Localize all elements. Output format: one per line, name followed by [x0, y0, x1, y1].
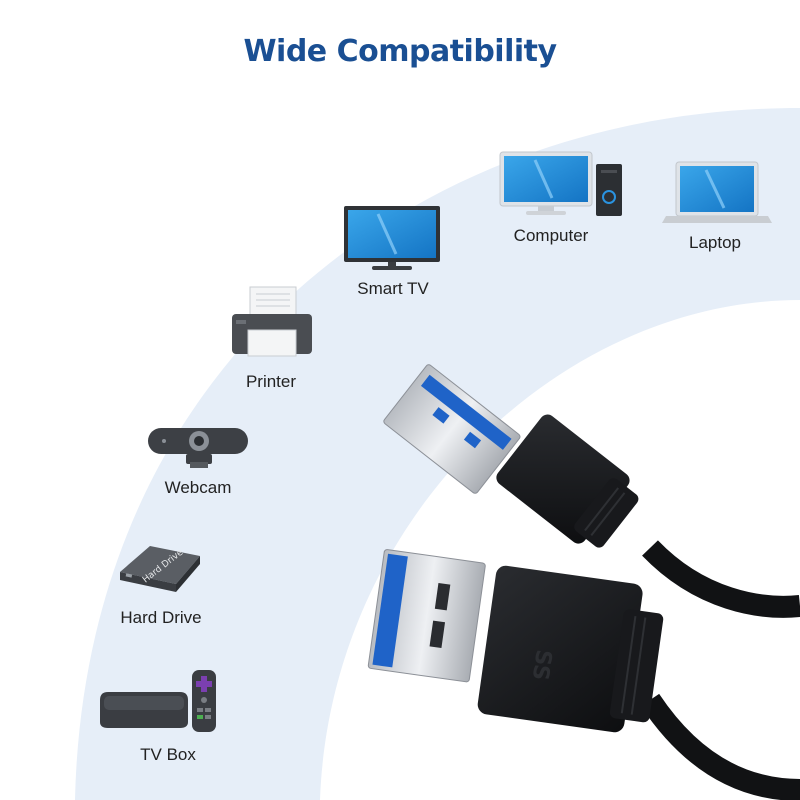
page-title: Wide Compatibility: [243, 34, 557, 69]
printer-icon: [232, 286, 312, 357]
hard-drive-icon: Hard Drive: [120, 546, 200, 592]
usb-ss-logo: SS: [527, 648, 556, 682]
smart-tv-icon: [344, 206, 440, 270]
usb-cable-lower: SS: [367, 549, 800, 800]
label-tv-box: TV Box: [140, 745, 196, 764]
label-hard-drive: Hard Drive: [120, 608, 202, 627]
webcam-icon: [148, 428, 248, 468]
computer-icon: [499, 151, 622, 216]
laptop-icon: [662, 161, 772, 223]
label-laptop: Laptop: [689, 233, 741, 252]
label-smart-tv: Smart TV: [357, 279, 429, 298]
label-webcam: Webcam: [164, 478, 232, 497]
usb-cable-upper: [383, 364, 800, 618]
tv-box-icon: [100, 670, 216, 732]
label-printer: Printer: [245, 372, 297, 391]
label-computer: Computer: [513, 226, 589, 245]
